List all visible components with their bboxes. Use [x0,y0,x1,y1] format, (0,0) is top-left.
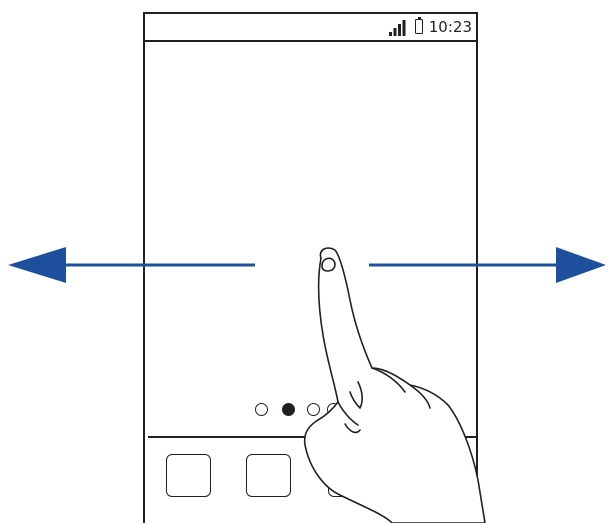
phone-screen: 10:23 [143,12,478,523]
dock-app-icon[interactable] [166,454,211,497]
status-time: 10:23 [429,17,472,37]
dock-app-icon[interactable] [328,454,373,497]
page-dot[interactable] [307,403,320,416]
dock-app-icon[interactable] [246,454,291,497]
page-dot[interactable] [255,403,268,416]
signal-strength-icon [389,18,409,36]
dock-divider [148,436,478,438]
battery-icon [415,19,423,34]
page-dot-active[interactable] [282,403,295,416]
status-bar: 10:23 [145,14,476,42]
page-dot[interactable] [327,403,340,416]
